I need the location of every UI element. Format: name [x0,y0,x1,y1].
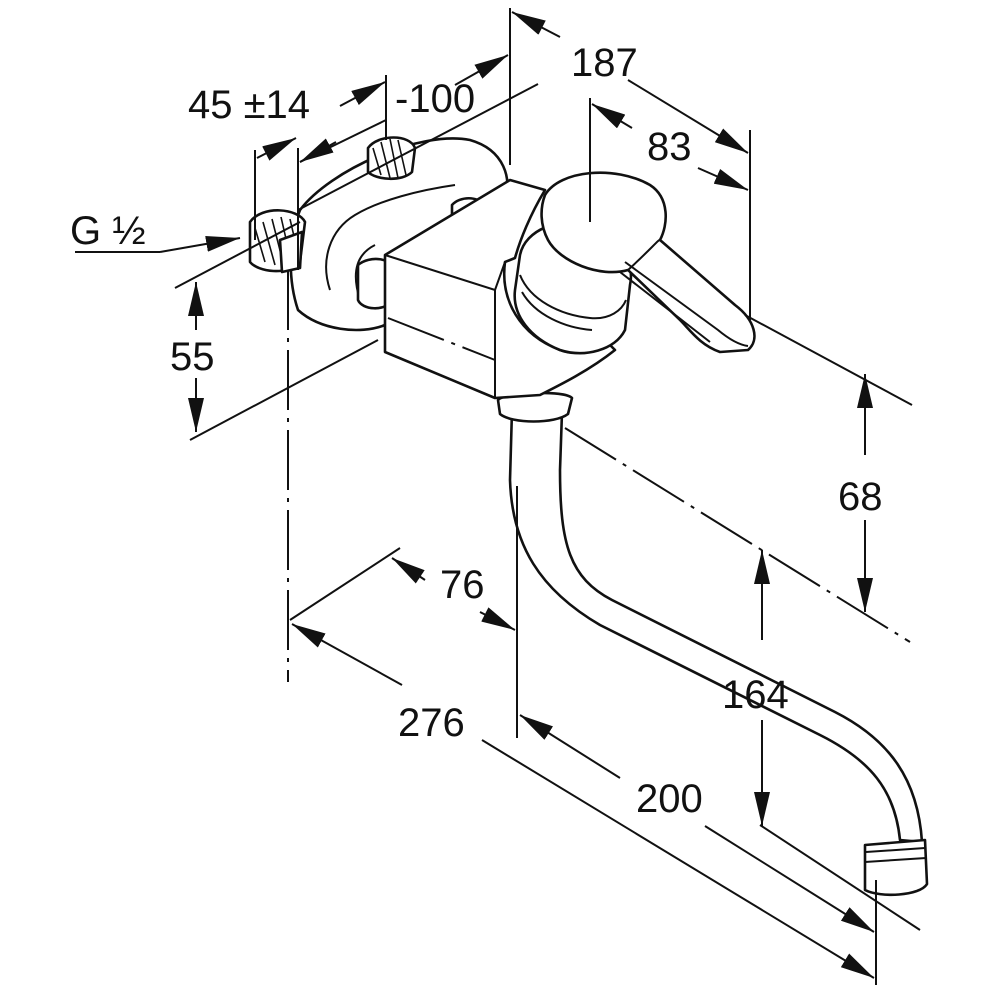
thread-label: G ½ [70,209,146,253]
extension-lines [75,8,921,985]
dim-label-164: 164 [722,673,789,717]
dimension-labels: 187 83 45 ±14 -100 G ½ 55 68 164 76 276 … [70,41,883,821]
dim-label-187: 187 [571,41,638,85]
dim-label-200: 200 [636,777,703,821]
centerlines [287,270,911,682]
dim-label-55: 55 [170,335,215,379]
dim-label-68: 68 [838,475,883,519]
dim-label-100: -100 [395,77,475,121]
dim-label-276: 276 [398,701,465,745]
dim-label-83: 83 [647,125,692,169]
faucet-outline [248,136,929,897]
dimension-lines [159,11,875,979]
dim-label-76: 76 [440,563,485,607]
dim-label-45: 45 ±14 [188,83,310,127]
